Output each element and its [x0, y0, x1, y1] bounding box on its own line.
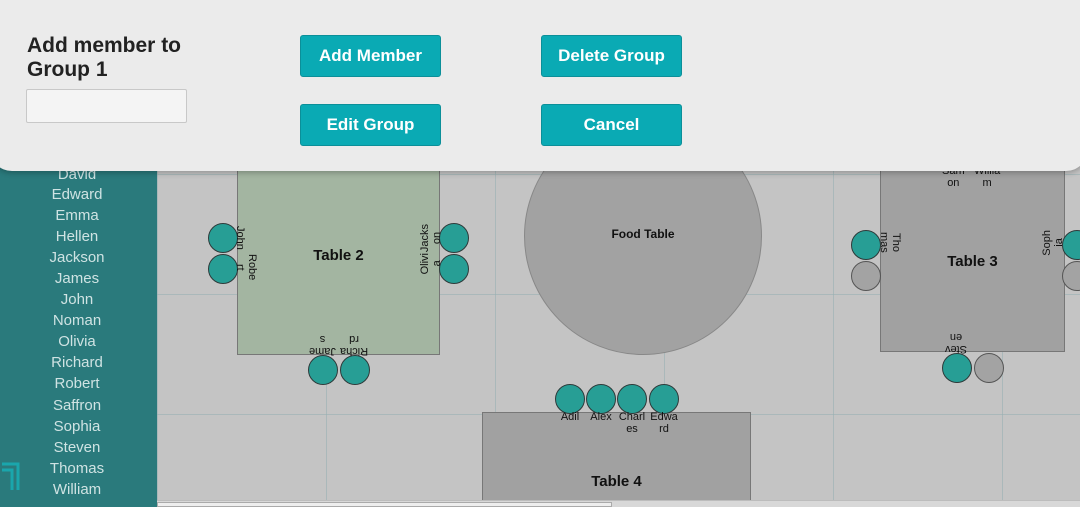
guest-list-item[interactable]: Edward	[51, 186, 103, 203]
seat-label: Adil	[560, 411, 580, 423]
seat-thomas[interactable]	[851, 230, 881, 260]
dialog-title: Add member to Group 1	[27, 34, 182, 81]
guest-list-item[interactable]: Robert	[54, 375, 100, 392]
seat-label: Robe rt	[234, 254, 258, 281]
add-member-dialog: Add member to Group 1 Add Member Delete …	[0, 0, 1080, 171]
seat-robert[interactable]	[208, 254, 238, 284]
table-4[interactable]: Table 4	[482, 412, 751, 500]
table-3[interactable]: Table 3	[880, 150, 1065, 352]
seat-label: Richa rd	[340, 333, 369, 357]
seat-adil[interactable]	[555, 384, 585, 414]
seat-charles[interactable]	[617, 384, 647, 414]
horizontal-scrollbar[interactable]	[157, 500, 1080, 507]
seat-olivia[interactable]	[439, 254, 469, 284]
guest-list-item[interactable]: Saffron	[52, 397, 102, 414]
guest-list-item[interactable]: Hellen	[55, 228, 99, 245]
seat-label: Edwa rd	[650, 411, 678, 435]
seat-label: Olivi a	[419, 253, 443, 275]
seat-edward[interactable]	[649, 384, 679, 414]
seat-james[interactable]	[308, 355, 338, 385]
seat-empty[interactable]	[974, 353, 1004, 383]
seat-label: Stev en	[945, 331, 968, 355]
seat-john[interactable]	[208, 223, 238, 253]
guest-list-item[interactable]: Jackson	[49, 249, 105, 266]
seat-empty[interactable]	[851, 261, 881, 291]
guest-list-item[interactable]: William	[52, 481, 102, 498]
cancel-button[interactable]: Cancel	[541, 104, 682, 146]
guest-list-item[interactable]: Richard	[51, 354, 103, 371]
table-name: Table 3	[947, 253, 998, 270]
seat-label: Jacks on	[419, 224, 443, 253]
guest-list-item[interactable]: Thomas	[49, 460, 105, 477]
seat-richard[interactable]	[340, 355, 370, 385]
table-name: Table 4	[591, 473, 642, 490]
guest-list-item[interactable]: James	[54, 270, 100, 287]
seat-label: Tho mas	[878, 232, 902, 253]
seat-label: John	[234, 226, 246, 250]
corner-resize-icon[interactable]	[2, 460, 22, 490]
seat-steven[interactable]	[942, 353, 972, 383]
table-2[interactable]: Table 2	[237, 150, 440, 355]
guest-list-item[interactable]: Steven	[53, 439, 101, 456]
guest-list-item[interactable]: Emma	[55, 207, 99, 224]
seat-label: Alex	[590, 411, 612, 423]
guest-list-item[interactable]: Olivia	[58, 333, 96, 350]
seat-label: Jame s	[309, 333, 336, 357]
food-table-label: Food Table	[611, 227, 675, 241]
member-name-input[interactable]	[26, 89, 187, 123]
seat-alex[interactable]	[586, 384, 616, 414]
delete-group-button[interactable]: Delete Group	[541, 35, 682, 77]
seat-jackson[interactable]	[439, 223, 469, 253]
seat-label: Charl es	[618, 411, 646, 435]
add-member-button[interactable]: Add Member	[300, 35, 441, 77]
scrollbar-thumb[interactable]	[157, 502, 612, 507]
guest-list-item[interactable]: Sophia	[53, 418, 101, 435]
guest-list-item[interactable]: Noman	[52, 312, 102, 329]
table-name: Table 2	[313, 247, 364, 264]
edit-group-button[interactable]: Edit Group	[300, 104, 441, 146]
guest-list-item[interactable]: John	[60, 291, 94, 308]
